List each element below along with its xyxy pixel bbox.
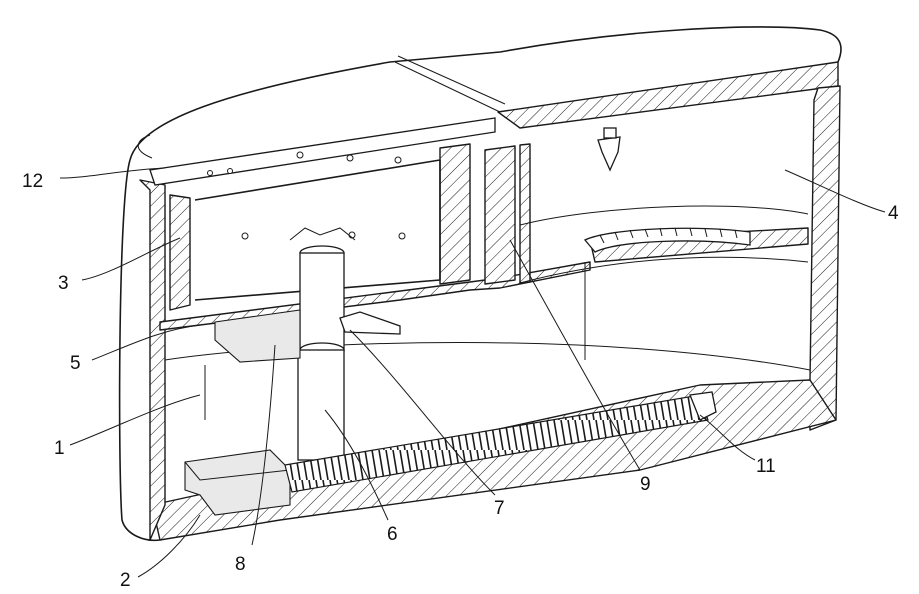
label-9: 9 bbox=[640, 474, 651, 495]
label-7: 7 bbox=[494, 498, 505, 519]
label-2: 2 bbox=[120, 570, 131, 591]
label-4: 4 bbox=[888, 203, 899, 224]
label-3: 3 bbox=[58, 273, 69, 294]
label-6: 6 bbox=[387, 524, 398, 545]
label-11: 11 bbox=[756, 456, 776, 477]
label-12: 12 bbox=[22, 171, 43, 192]
label-1: 1 bbox=[54, 438, 65, 459]
label-5: 5 bbox=[70, 353, 81, 374]
label-8: 8 bbox=[235, 554, 246, 575]
